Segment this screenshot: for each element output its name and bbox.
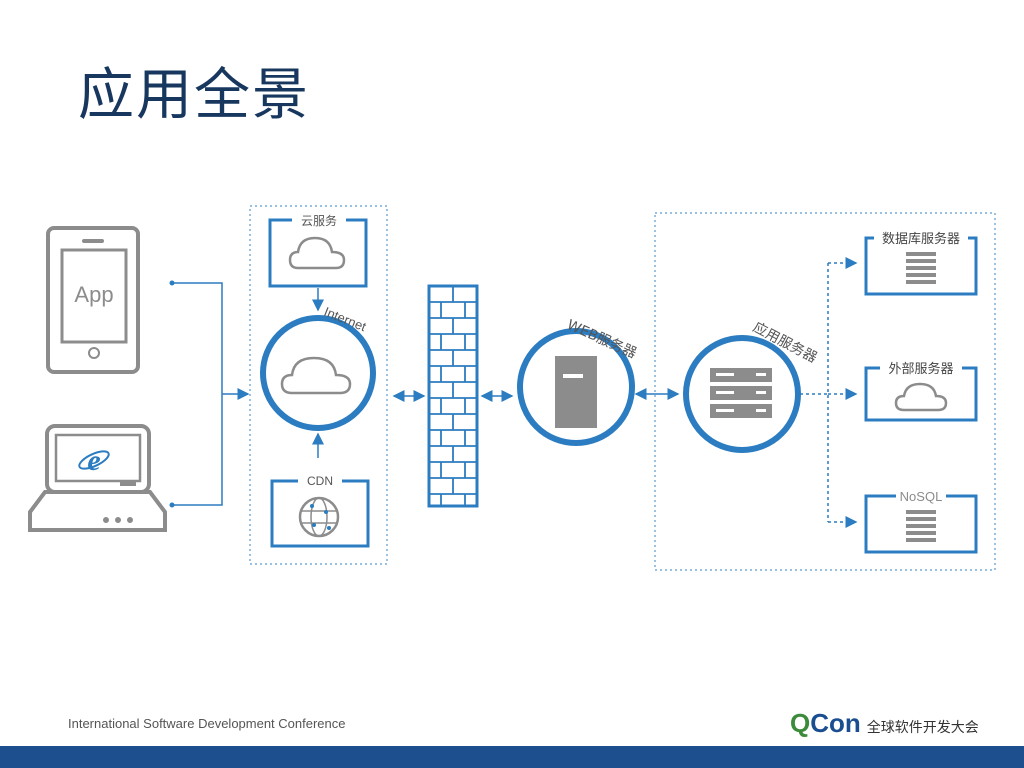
logo-q: Q: [790, 708, 811, 738]
nosql-box: NoSQL: [864, 489, 978, 554]
laptop-device: e: [28, 424, 167, 532]
qcon-logo: Q Con 全球软件开发大会: [790, 708, 979, 739]
browser-icon: e: [78, 444, 110, 477]
app-server-node: 应用服务器: [683, 319, 820, 453]
firewall: [427, 284, 479, 508]
external-server-box: 外部服务器: [864, 361, 978, 422]
cloud-service-box: 云服务: [268, 213, 368, 288]
nosql-label: NoSQL: [900, 489, 943, 504]
conference-name: International Software Development Confe…: [68, 716, 346, 731]
cloud-icon: [280, 356, 352, 395]
cloud-service-label: 云服务: [301, 213, 337, 228]
server-tower-icon: [555, 356, 597, 428]
tablet-device: App: [46, 226, 140, 374]
app-label: App: [74, 282, 113, 307]
db-server-label: 数据库服务器: [882, 231, 960, 247]
cloud-icon: [288, 236, 346, 270]
external-server-label: 外部服务器: [888, 361, 953, 377]
server-rack-icon: [710, 368, 772, 418]
web-server-node: WEB服务器: [517, 317, 639, 446]
database-icon: [906, 510, 936, 542]
globe-icon: [298, 496, 340, 538]
logo-subtitle: 全球软件开发大会: [866, 720, 979, 736]
svg-text:e: e: [87, 444, 100, 477]
bottom-bar: [0, 746, 1024, 768]
internet-node: Internet: [260, 304, 376, 431]
logo-con: Con: [810, 708, 861, 738]
backend-zone: [654, 212, 996, 571]
cloud-icon: [894, 382, 948, 412]
cdn-label: CDN: [307, 474, 333, 488]
database-icon: [906, 252, 936, 284]
web-server-label: WEB服务器: [564, 317, 638, 362]
backend-connector: [800, 257, 858, 528]
internet-label: Internet: [322, 304, 369, 335]
slide-title: 应用全景: [78, 63, 310, 128]
internet-zone: [249, 205, 388, 565]
database-server-box: 数据库服务器: [864, 231, 978, 296]
cdn-box: CDN: [270, 474, 370, 548]
device-connector: [169, 280, 250, 508]
